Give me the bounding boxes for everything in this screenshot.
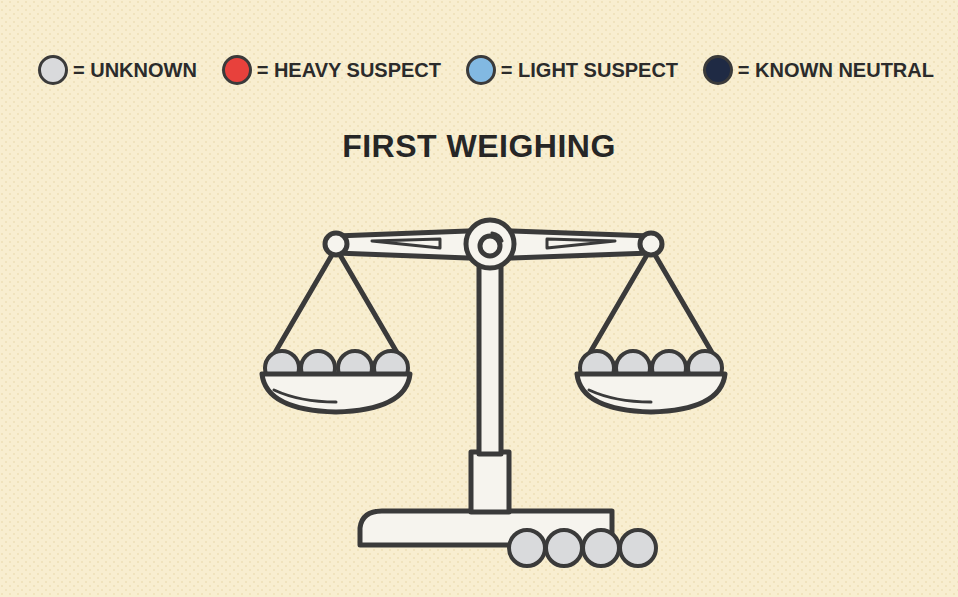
legend-swatch — [703, 55, 733, 85]
legend-swatch — [38, 55, 68, 85]
legend-item: = UNKNOWN — [38, 55, 197, 85]
scale-column — [479, 262, 501, 454]
beam-slot — [547, 239, 615, 248]
legend: = UNKNOWN = HEAVY SUSPECT = LIGHT SUSPECT =… — [38, 50, 934, 90]
beam-pivot — [325, 233, 347, 255]
legend-swatch — [222, 55, 252, 85]
pan-shine — [589, 390, 651, 402]
left-pan — [262, 374, 410, 412]
pan-shine — [274, 390, 336, 402]
right-pan — [577, 374, 725, 412]
legend-label: = LIGHT SUSPECT — [501, 59, 678, 82]
beam-hub — [466, 220, 514, 268]
unknown-balls-aside — [509, 530, 656, 566]
scale-column-lower — [471, 452, 509, 512]
legend-label: = UNKNOWN — [73, 59, 197, 82]
beam-slot — [372, 239, 440, 248]
scale-beam — [336, 231, 651, 258]
hub-mark — [492, 233, 502, 241]
legend-item: = HEAVY SUSPECT — [222, 55, 441, 85]
legend-label: = KNOWN NEUTRAL — [738, 59, 934, 82]
beam-hub-inner — [480, 236, 500, 256]
diagram-title: FIRST WEIGHING — [0, 128, 958, 165]
legend-item: = KNOWN NEUTRAL — [703, 55, 934, 85]
beam-pivot — [640, 233, 662, 255]
legend-item: = LIGHT SUSPECT — [466, 55, 678, 85]
legend-label: = HEAVY SUSPECT — [257, 59, 441, 82]
legend-swatch — [466, 55, 496, 85]
